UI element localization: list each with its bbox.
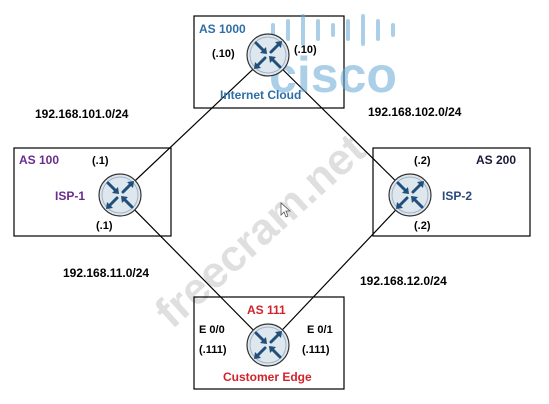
cisco-bars-icon (271, 14, 395, 46)
as-boxes (13, 15, 531, 390)
as-1000-box (193, 15, 345, 109)
router-icon (98, 173, 142, 217)
isp1-top-if: (.1) (92, 155, 109, 167)
isp1-name: ISP-1 (55, 189, 85, 203)
internet-cloud-left-if: (.10) (212, 48, 235, 60)
isp2-bottom-if: (.2) (414, 220, 431, 232)
mouse-cursor-icon (280, 202, 292, 218)
cisco-logo-watermark: cisco (269, 14, 397, 103)
router-icon (246, 33, 290, 77)
router-icon (246, 323, 290, 367)
isp2-name: ISP-2 (442, 189, 472, 203)
edge-right-if: (.111) (302, 344, 330, 356)
link-isp2-edge (267, 194, 411, 346)
link-isp1-edge (119, 194, 269, 346)
cisco-logo-text: cisco (269, 47, 397, 103)
links (119, 54, 411, 346)
as-200-box (372, 147, 531, 237)
subnet-isp1-edge: 192.168.11.0/24 (63, 266, 149, 280)
router-internet-cloud[interactable] (246, 33, 290, 77)
as-111-box (193, 296, 345, 390)
customer-edge-name: Customer Edge (223, 370, 312, 384)
edge-right-port: E 0/1 (307, 324, 333, 336)
as-100-label: AS 100 (19, 153, 59, 167)
router-customer-edge[interactable] (246, 323, 290, 367)
router-icon (388, 173, 432, 217)
isp1-bottom-if: (.1) (96, 220, 113, 232)
as-200-label: AS 200 (476, 153, 516, 167)
subnet-isp1-internet: 192.168.101.0/24 (35, 107, 129, 121)
internet-cloud-name: Internet Cloud (220, 88, 301, 102)
subnet-isp2-edge: 192.168.12.0/24 (360, 274, 447, 288)
router-isp1[interactable] (98, 173, 142, 217)
subnet-internet-isp2: 192.168.102.0/24 (368, 105, 462, 119)
internet-cloud-right-if: (.10) (294, 44, 317, 56)
isp2-top-if: (.2) (414, 155, 431, 167)
as-100-box (13, 147, 172, 237)
edge-left-if: (.111) (199, 344, 227, 356)
edge-left-port: E 0/0 (199, 324, 225, 336)
as-111-label: AS 111 (247, 303, 286, 317)
as-1000-label: AS 1000 (199, 22, 246, 36)
link-internet-isp2 (267, 54, 411, 196)
link-isp1-internet (119, 54, 269, 196)
router-isp2[interactable] (388, 173, 432, 217)
